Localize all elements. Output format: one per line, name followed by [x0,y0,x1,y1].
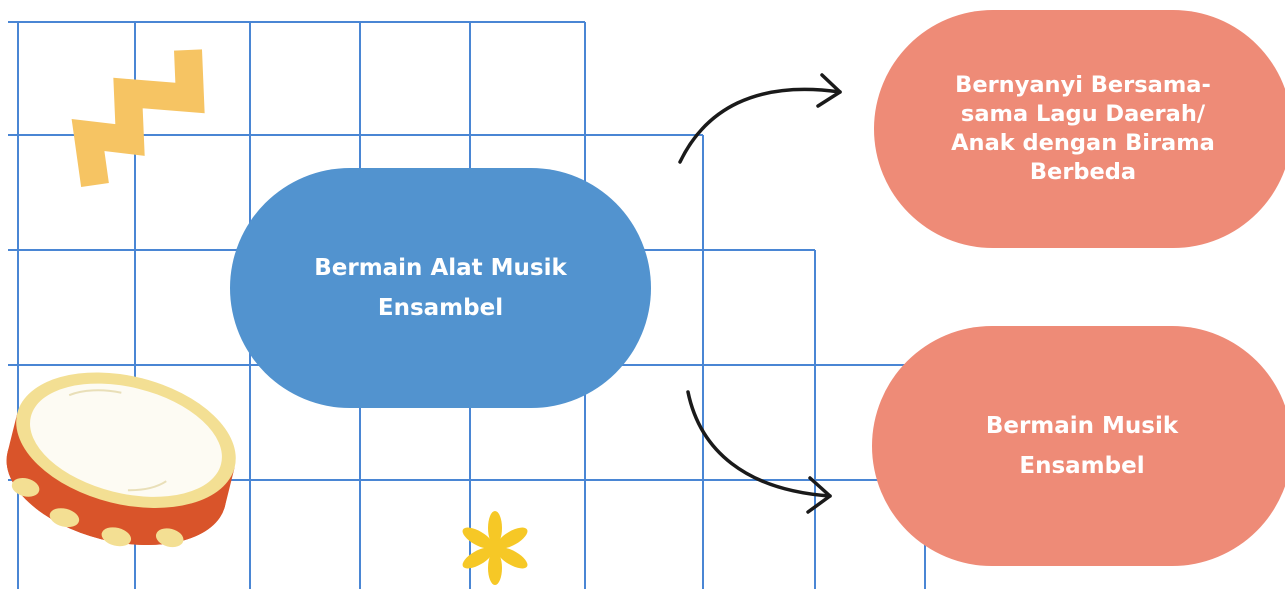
center-node-line: Ensambel [377,295,504,321]
curved-arrow-icon [686,390,832,514]
top-node-line: sama Lagu Daerah/ [960,101,1206,127]
center-node-line: Bermain Alat Musik [314,255,567,281]
bottom-node-line: Ensambel [1019,453,1145,479]
top-node-line: Anak dengan Birama [951,130,1215,156]
top-node-line: Berbeda [1029,159,1137,185]
bottom-branch-node: Bermain Musik Ensambel [872,326,1285,566]
curved-arrow-icon [678,73,842,164]
bottom-node-line: Bermain Musik [985,413,1179,439]
top-node-line: Bernyanyi Bersama- [955,72,1211,98]
top-branch-node: Bernyanyi Bersama- sama Lagu Daerah/ Ana… [874,10,1285,248]
center-node: Bermain Alat Musik Ensambel [230,168,651,408]
